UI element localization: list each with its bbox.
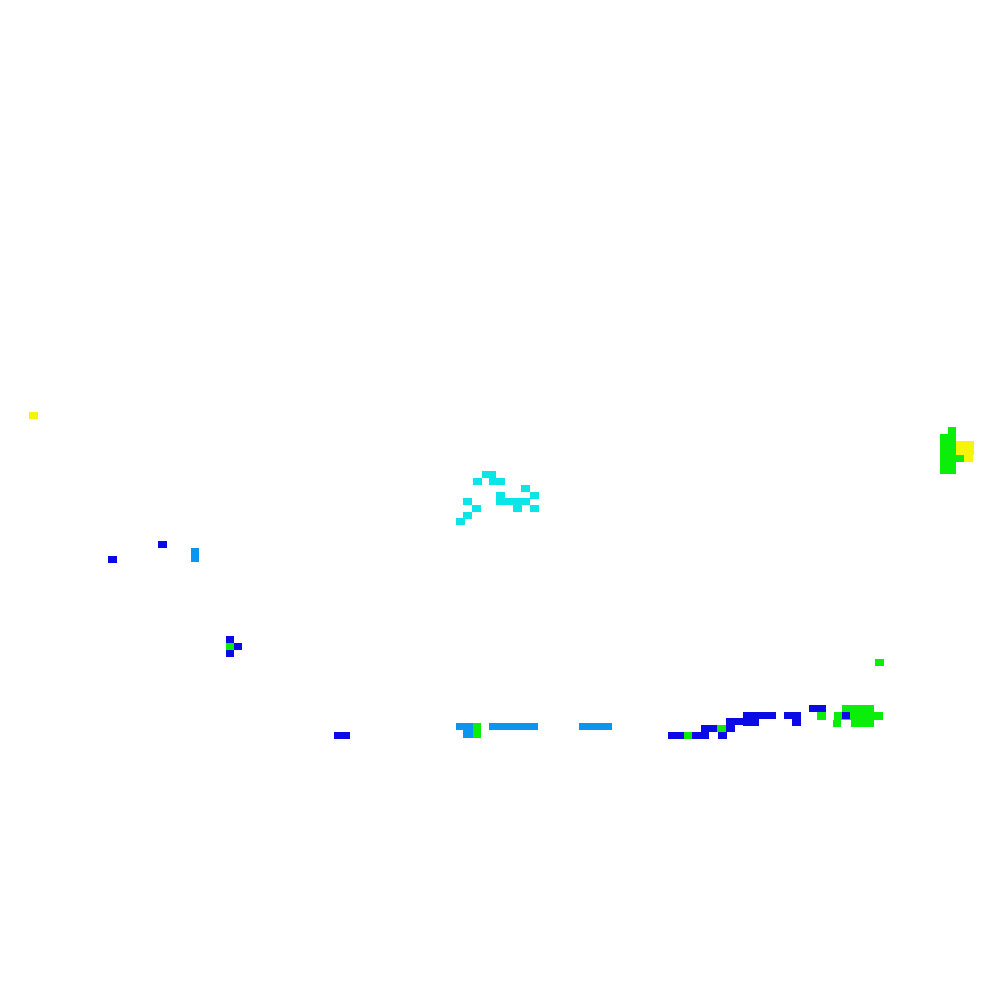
pixel-block-green bbox=[842, 705, 874, 714]
pixel-block-cyan bbox=[482, 471, 496, 478]
pixel-block-cyan bbox=[513, 505, 522, 512]
pixel-block-cyan bbox=[489, 478, 505, 485]
pixel-block-blue bbox=[226, 636, 234, 643]
pixel-block-blue bbox=[692, 732, 709, 739]
pixel-block-green bbox=[226, 643, 234, 650]
pixel-block-yellow bbox=[29, 412, 38, 419]
pixel-block-blue bbox=[718, 732, 727, 739]
pixel-block-green bbox=[940, 434, 956, 474]
pixel-block-blue bbox=[234, 643, 242, 650]
pixel-block-cyan bbox=[463, 498, 472, 505]
pixel-block-blue bbox=[792, 718, 801, 726]
pixel-block-green bbox=[833, 720, 841, 727]
pixel-block-blue bbox=[743, 712, 776, 719]
pixel-block-green bbox=[875, 659, 884, 666]
pixel-block-blue bbox=[334, 732, 350, 739]
pixel-block-blue bbox=[784, 712, 801, 719]
pixel-block-green bbox=[851, 718, 874, 727]
pixel-block-green bbox=[473, 723, 481, 738]
pixel-block-blue bbox=[726, 725, 735, 732]
pixel-block-blue bbox=[226, 650, 234, 657]
pixel-block-blue bbox=[743, 718, 759, 726]
pixel-block-cyan bbox=[473, 478, 482, 485]
pixel-block-sky-blue bbox=[191, 548, 199, 562]
pixel-block-cyan bbox=[496, 498, 530, 505]
pixel-block-cyan bbox=[496, 492, 505, 499]
pixel-block-green bbox=[817, 712, 826, 720]
pixel-block-sky-blue bbox=[463, 730, 473, 738]
pixel-block-green bbox=[956, 455, 966, 462]
pixel-block-blue bbox=[158, 541, 167, 548]
pixel-block-yellow bbox=[956, 441, 974, 455]
pixel-block-blue bbox=[726, 718, 743, 725]
pixel-block-cyan bbox=[530, 492, 539, 499]
pixel-block-cyan bbox=[521, 485, 530, 492]
pixel-block-green bbox=[717, 725, 726, 732]
pixel-block-sky-blue bbox=[489, 723, 538, 730]
pixel-block-blue bbox=[668, 732, 684, 739]
pixel-block-cyan bbox=[456, 518, 465, 525]
pixel-block-cyan bbox=[530, 505, 539, 512]
pixel-block-sky-blue bbox=[579, 723, 612, 730]
pixel-block-blue bbox=[842, 712, 850, 719]
pixel-block-green bbox=[834, 712, 883, 720]
pixel-block-sky-blue bbox=[456, 723, 481, 730]
pixel-block-green bbox=[948, 427, 956, 435]
pixel-block-blue bbox=[701, 725, 717, 732]
pixel-block-cyan bbox=[472, 505, 481, 512]
pixel-block-cyan bbox=[463, 512, 472, 519]
pixel-block-green bbox=[684, 732, 692, 739]
pixel-block-yellow bbox=[964, 455, 973, 462]
pixel-block-blue bbox=[108, 556, 117, 563]
pixel-block-blue bbox=[809, 705, 826, 712]
